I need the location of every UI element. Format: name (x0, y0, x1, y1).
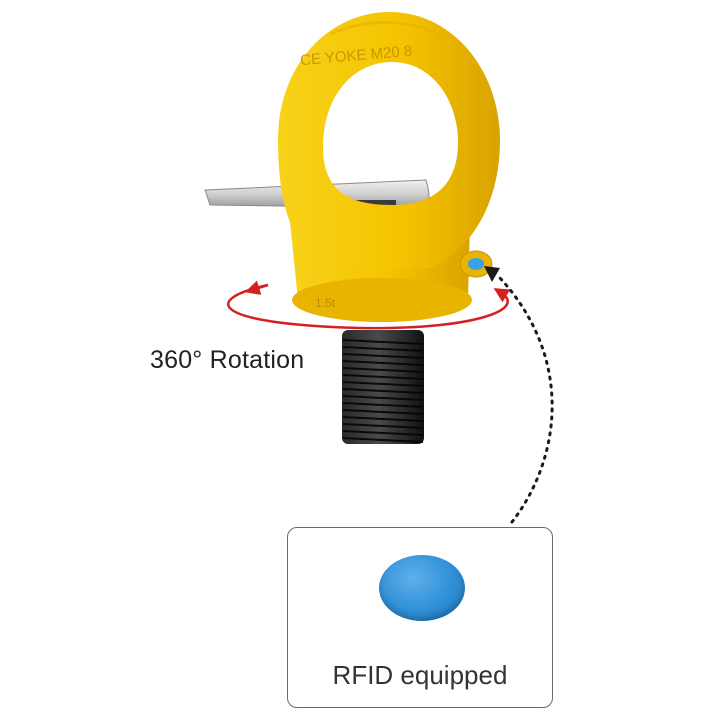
bolt-thread (342, 402, 424, 408)
threaded-bolt (342, 330, 424, 444)
bolt-thread (342, 339, 424, 345)
rotation-arrow-icon (226, 280, 511, 330)
bolt-thread (342, 430, 424, 436)
bolt-thread (342, 346, 424, 352)
rfid-label: RFID equipped (332, 660, 508, 690)
bolt-thread (342, 423, 424, 429)
bolt-thread (342, 367, 424, 373)
dotted-arrow-icon (484, 266, 554, 524)
rfid-callout: RFID equipped (287, 527, 553, 708)
rfid-tag-icon (379, 555, 465, 621)
rotation-label: 360° Rotation (150, 346, 305, 374)
bolt-thread (342, 374, 424, 380)
bolt-thread (342, 409, 424, 415)
rfid-boss (459, 250, 493, 278)
eye-ring: CE YOKE M20 8 (278, 12, 500, 268)
bolt-thread (342, 416, 424, 422)
bolt-thread (342, 395, 424, 401)
bolt-thread (342, 437, 424, 443)
bolt-thread (342, 381, 424, 387)
base-marking: 1.5t (315, 296, 336, 310)
bolt-thread (342, 360, 424, 366)
bolt-thread (342, 388, 424, 394)
bolt-thread (342, 353, 424, 359)
